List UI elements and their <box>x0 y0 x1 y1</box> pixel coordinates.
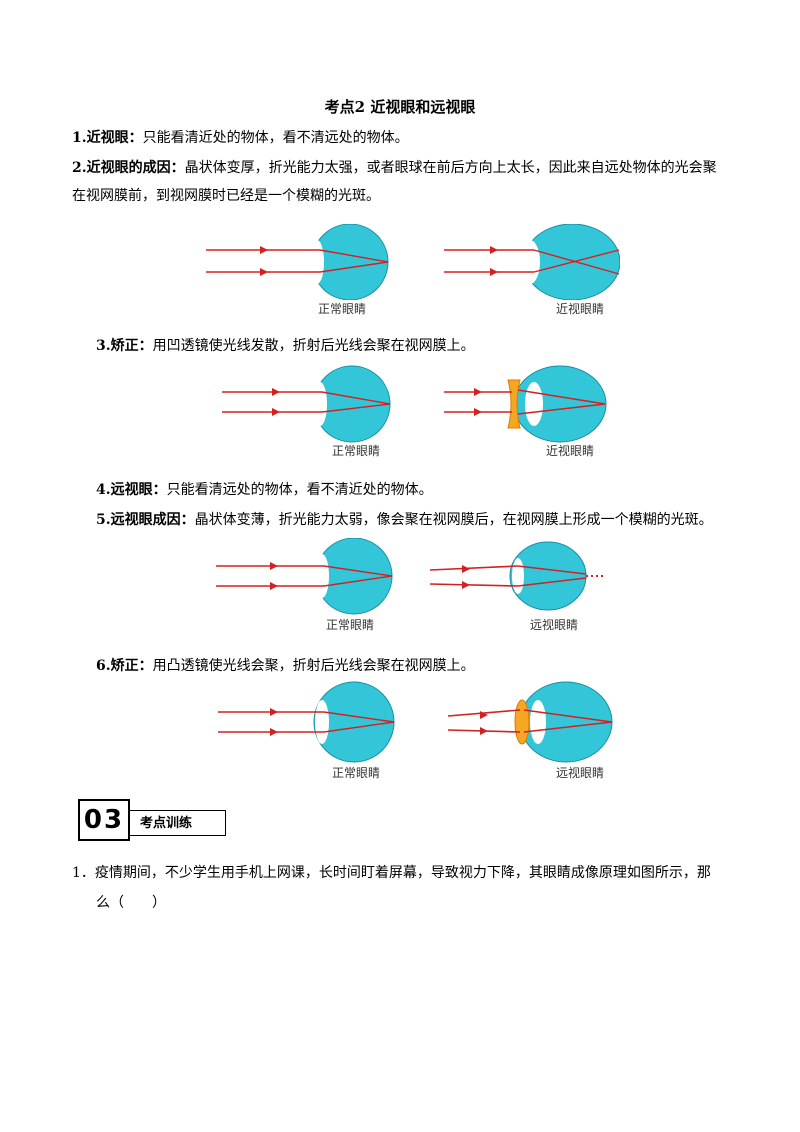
section-number: 03 <box>78 799 130 841</box>
corrected-hyperopic-eye-diagram <box>447 681 613 763</box>
item-label: 5.远视眼成因： <box>96 512 195 528</box>
figure-1-left-label: 正常眼睛 <box>317 302 366 316</box>
item-1: 1.近视眼：只能看清近处的物体，看不清远处的物体。 <box>72 124 732 152</box>
question-1: 1．疫情期间，不少学生用手机上网课，长时间盯着屏幕，导致视力下降，其眼睛成像原理… <box>72 858 752 918</box>
figure-1-right-label: 近视眼睛 <box>555 302 604 316</box>
item-label: 3.矫正： <box>96 338 153 354</box>
item-text-cont: 在视网膜前，到视网膜时已经是一个模糊的光斑。 <box>72 188 380 204</box>
figure-4-right-label: 远视眼睛 <box>555 766 604 780</box>
item-text: 晶状体变薄，折光能力太弱，像会聚在视网膜后，在视网膜上形成一个模糊的光斑。 <box>194 512 713 528</box>
item-text: 只能看清近处的物体，看不清远处的物体。 <box>142 130 409 146</box>
figure-2-diagram <box>222 365 607 443</box>
item-4: 4.远视眼：只能看清远处的物体，看不清近处的物体。 <box>96 476 756 504</box>
figure-4-diagram <box>218 681 613 763</box>
figure-1-diagram <box>206 224 620 300</box>
normal-eye-diagram <box>206 224 389 300</box>
normal-eye-diagram <box>218 681 395 763</box>
item-2: 2.近视眼的成因：晶状体变厚，折光能力太强，或者眼球在前后方向上太长，因此来自远… <box>72 154 732 210</box>
item-text: 用凹透镜使光线发散，折射后光线会聚在视网膜上。 <box>152 338 475 354</box>
figure-4-left-label: 正常眼睛 <box>331 766 380 780</box>
item-label: 4.远视眼： <box>96 482 167 498</box>
normal-eye-diagram <box>222 365 391 443</box>
figure-3-left-label: 正常眼睛 <box>325 618 374 632</box>
question-line-1: 1．疫情期间，不少学生用手机上网课，长时间盯着屏幕，导致视力下降，其眼睛成像原理… <box>72 865 711 881</box>
item-6: 6.矫正：用凸透镜使光线会聚，折射后光线会聚在视网膜上。 <box>96 652 756 680</box>
normal-eye-diagram <box>216 538 393 615</box>
item-5: 5.远视眼成因：晶状体变薄，折光能力太弱，像会聚在视网膜后，在视网膜上形成一个模… <box>96 506 756 534</box>
figure-3-right-label: 远视眼睛 <box>529 618 578 632</box>
item-label: 2.近视眼的成因： <box>72 160 185 176</box>
item-label: 6.矫正： <box>96 658 153 674</box>
figure-3-diagram <box>216 538 604 615</box>
item-text: 用凸透镜使光线会聚，折射后光线会聚在视网膜上。 <box>152 658 475 674</box>
item-text: 只能看清远处的物体，看不清近处的物体。 <box>166 482 433 498</box>
myopic-eye-diagram <box>444 224 620 300</box>
figure-2-left-label: 正常眼睛 <box>331 444 380 458</box>
item-3: 3.矫正：用凹透镜使光线发散，折射后光线会聚在视网膜上。 <box>96 332 756 360</box>
question-line-2: 么（ ） <box>96 895 166 911</box>
hyperopic-eye-diagram <box>429 541 604 611</box>
item-label: 1.近视眼： <box>72 130 143 146</box>
figure-2-right-label: 近视眼睛 <box>545 444 594 458</box>
item-text: 晶状体变厚，折光能力太强，或者眼球在前后方向上太长，因此来自远处物体的光会聚 <box>184 160 717 176</box>
page-title: 考点2 近视眼和远视眼 <box>324 98 476 116</box>
corrected-myopic-eye-diagram <box>444 365 607 443</box>
section-title: 考点训练 <box>128 810 226 836</box>
